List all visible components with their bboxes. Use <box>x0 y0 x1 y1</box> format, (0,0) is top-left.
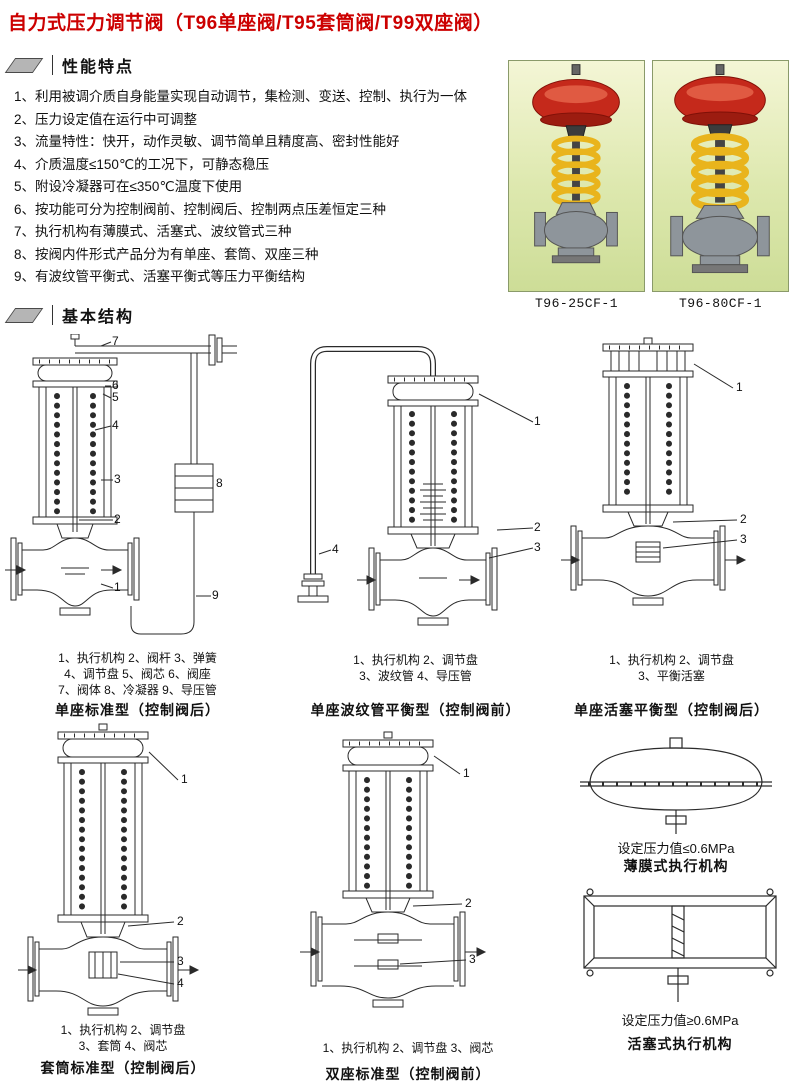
callout-number: 3 <box>534 540 541 554</box>
parts-list-line: 1、执行机构 2、调节盘 <box>353 653 478 667</box>
product-model-label: T96-80CF-1 <box>678 296 762 311</box>
features-list: 1、利用被调介质自身能量实现自动调节，集检测、变送、控制、执行为一体 2、压力设… <box>14 86 510 289</box>
parts-list: 1、执行机构 2、调节盘 3、阀芯 <box>288 1040 528 1056</box>
feature-item: 9、有波纹管平衡式、活塞平衡式等压力平衡结构 <box>14 269 306 284</box>
valve-photo-illustration <box>532 64 620 264</box>
actuator-caption: 薄膜式执行机构 <box>623 858 729 874</box>
parts-list-line: 1、执行机构 2、阀杆 3、弹簧 <box>58 651 217 665</box>
callout-number: 2 <box>534 520 541 534</box>
parts-list: 1、执行机构 2、调节盘 3、平衡活塞 <box>553 652 790 684</box>
parts-list-line: 4、调节盘 5、阀芯 6、阀座 <box>64 667 211 681</box>
product-photo-t96-25 <box>508 60 645 292</box>
drawing-caption: 单座活塞平衡型（控制阀后） <box>574 702 769 718</box>
callout-number: 2 <box>177 914 184 928</box>
valve-line-drawing <box>5 334 237 635</box>
drawing-caption: 套筒标准型（控制阀后） <box>40 1060 206 1076</box>
parts-list-line: 1、执行机构 2、调节盘 3、阀芯 <box>322 1041 494 1055</box>
drawing-single-seat-standard: 7 6 5 4 3 2 8 1 9 <box>5 334 270 646</box>
valve-line-drawing <box>561 337 747 606</box>
parts-list-line: 1、执行机构 2、调节盘 <box>60 1023 186 1037</box>
callout-number: 1 <box>181 772 188 786</box>
drawing-diaphragm-actuator <box>562 736 790 836</box>
feature-item: 3、流量特性：快开，动作灵敏、调节简单且精度高、密封性能好 <box>14 134 400 149</box>
valve-photo-illustration <box>670 64 770 274</box>
section-header-features: 性能特点 <box>0 54 300 76</box>
parts-list-line: 7、阀体 8、冷凝器 9、导压管 <box>58 683 217 697</box>
parts-list-line: 3、平衡活塞 <box>638 669 705 683</box>
callout-number: 2 <box>740 512 747 526</box>
drawing-single-seat-piston: 1 2 3 <box>553 334 790 646</box>
drawing-single-seat-bellows: 1 2 3 4 <box>283 334 548 646</box>
callout-number: 7 <box>112 334 119 348</box>
callout-number: 8 <box>216 476 223 490</box>
parts-list: 1、执行机构 2、调节盘 3、波纹管 4、导压管 <box>283 652 548 684</box>
section-title-features: 性能特点 <box>62 59 135 76</box>
feature-item: 1、利用被调介质自身能量实现自动调节，集检测、变送、控制、执行为一体 <box>14 89 468 104</box>
parts-list: 1、执行机构 2、阀杆 3、弹簧 4、调节盘 5、阀芯 6、阀座 7、阀体 8、… <box>5 650 270 698</box>
feature-item: 5、附设冷凝器可在≤350℃温度下使用 <box>14 179 243 194</box>
drawing-caption: 单座标准型（控制阀后） <box>55 702 220 718</box>
callout-number: 1 <box>534 414 541 428</box>
parts-list: 1、执行机构 2、调节盘 3、套筒 4、阀芯 <box>8 1022 238 1054</box>
feature-item: 7、执行机构有薄膜式、活塞式、波纹管式三种 <box>14 224 292 239</box>
parts-list-line: 3、套筒 4、阀芯 <box>78 1039 168 1053</box>
feature-item: 6、按功能可分为控制阀前、控制阀后、控制两点压差恒定三种 <box>14 201 387 217</box>
callout-number: 4 <box>177 976 184 990</box>
callout-number: 3 <box>740 532 747 546</box>
actuator-line-drawing <box>583 888 777 1002</box>
callout-number: 6 <box>112 378 119 392</box>
callout-number: 2 <box>114 512 121 526</box>
parallelogram-icon <box>4 57 44 73</box>
callout-number: 3 <box>177 954 184 968</box>
product-photo-t96-80 <box>652 60 789 292</box>
callout-number: 2 <box>465 896 472 910</box>
feature-item: 4、介质温度≤150℃的工况下，可静态稳压 <box>14 156 270 172</box>
actuator-caption: 活塞式执行机构 <box>627 1036 733 1052</box>
section-title-structure: 基本结构 <box>62 309 135 326</box>
valve-line-drawing <box>300 731 487 1008</box>
callout-number: 4 <box>332 542 339 556</box>
parallelogram-icon <box>4 307 44 323</box>
callout-number: 9 <box>212 588 219 602</box>
valve-line-drawing <box>18 723 200 1016</box>
pressure-setting-note: 设定压力值≤0.6MPa <box>617 841 735 856</box>
drawing-sleeve-standard: 1 2 3 4 <box>8 712 238 1018</box>
feature-item: 2、压力设定值在运行中可调整 <box>14 111 198 127</box>
feature-item: 8、按阀内件形式产品分为有单座、套筒、双座三种 <box>14 246 319 262</box>
callout-number: 3 <box>114 472 121 486</box>
parts-list-line: 1、执行机构 2、调节盘 <box>609 653 734 667</box>
actuator-line-drawing <box>580 737 772 834</box>
drawing-caption: 双座标准型（控制阀前） <box>325 1066 491 1082</box>
section-divider <box>52 305 53 325</box>
callout-number: 4 <box>112 418 119 432</box>
product-model-label: T96-25CF-1 <box>534 296 618 311</box>
section-divider <box>52 55 53 75</box>
drawing-double-seat-standard: 1 2 3 <box>288 724 528 1024</box>
callout-number: 5 <box>112 390 119 404</box>
callout-number: 1 <box>736 380 743 394</box>
parts-list-line: 3、波纹管 4、导压管 <box>359 669 472 683</box>
page-title: 自力式压力调节阀（T96单座阀/T95套筒阀/T99双座阀） <box>8 13 493 34</box>
drawing-caption: 单座波纹管平衡型（控制阀前） <box>310 702 521 718</box>
callout-number: 3 <box>469 952 476 966</box>
pressure-setting-note: 设定压力值≥0.6MPa <box>621 1013 739 1028</box>
section-header-structure: 基本结构 <box>0 304 300 326</box>
callout-number: 1 <box>114 580 121 594</box>
drawing-piston-actuator <box>570 884 790 1006</box>
valve-line-drawing <box>297 346 534 626</box>
callout-number: 1 <box>463 766 470 780</box>
